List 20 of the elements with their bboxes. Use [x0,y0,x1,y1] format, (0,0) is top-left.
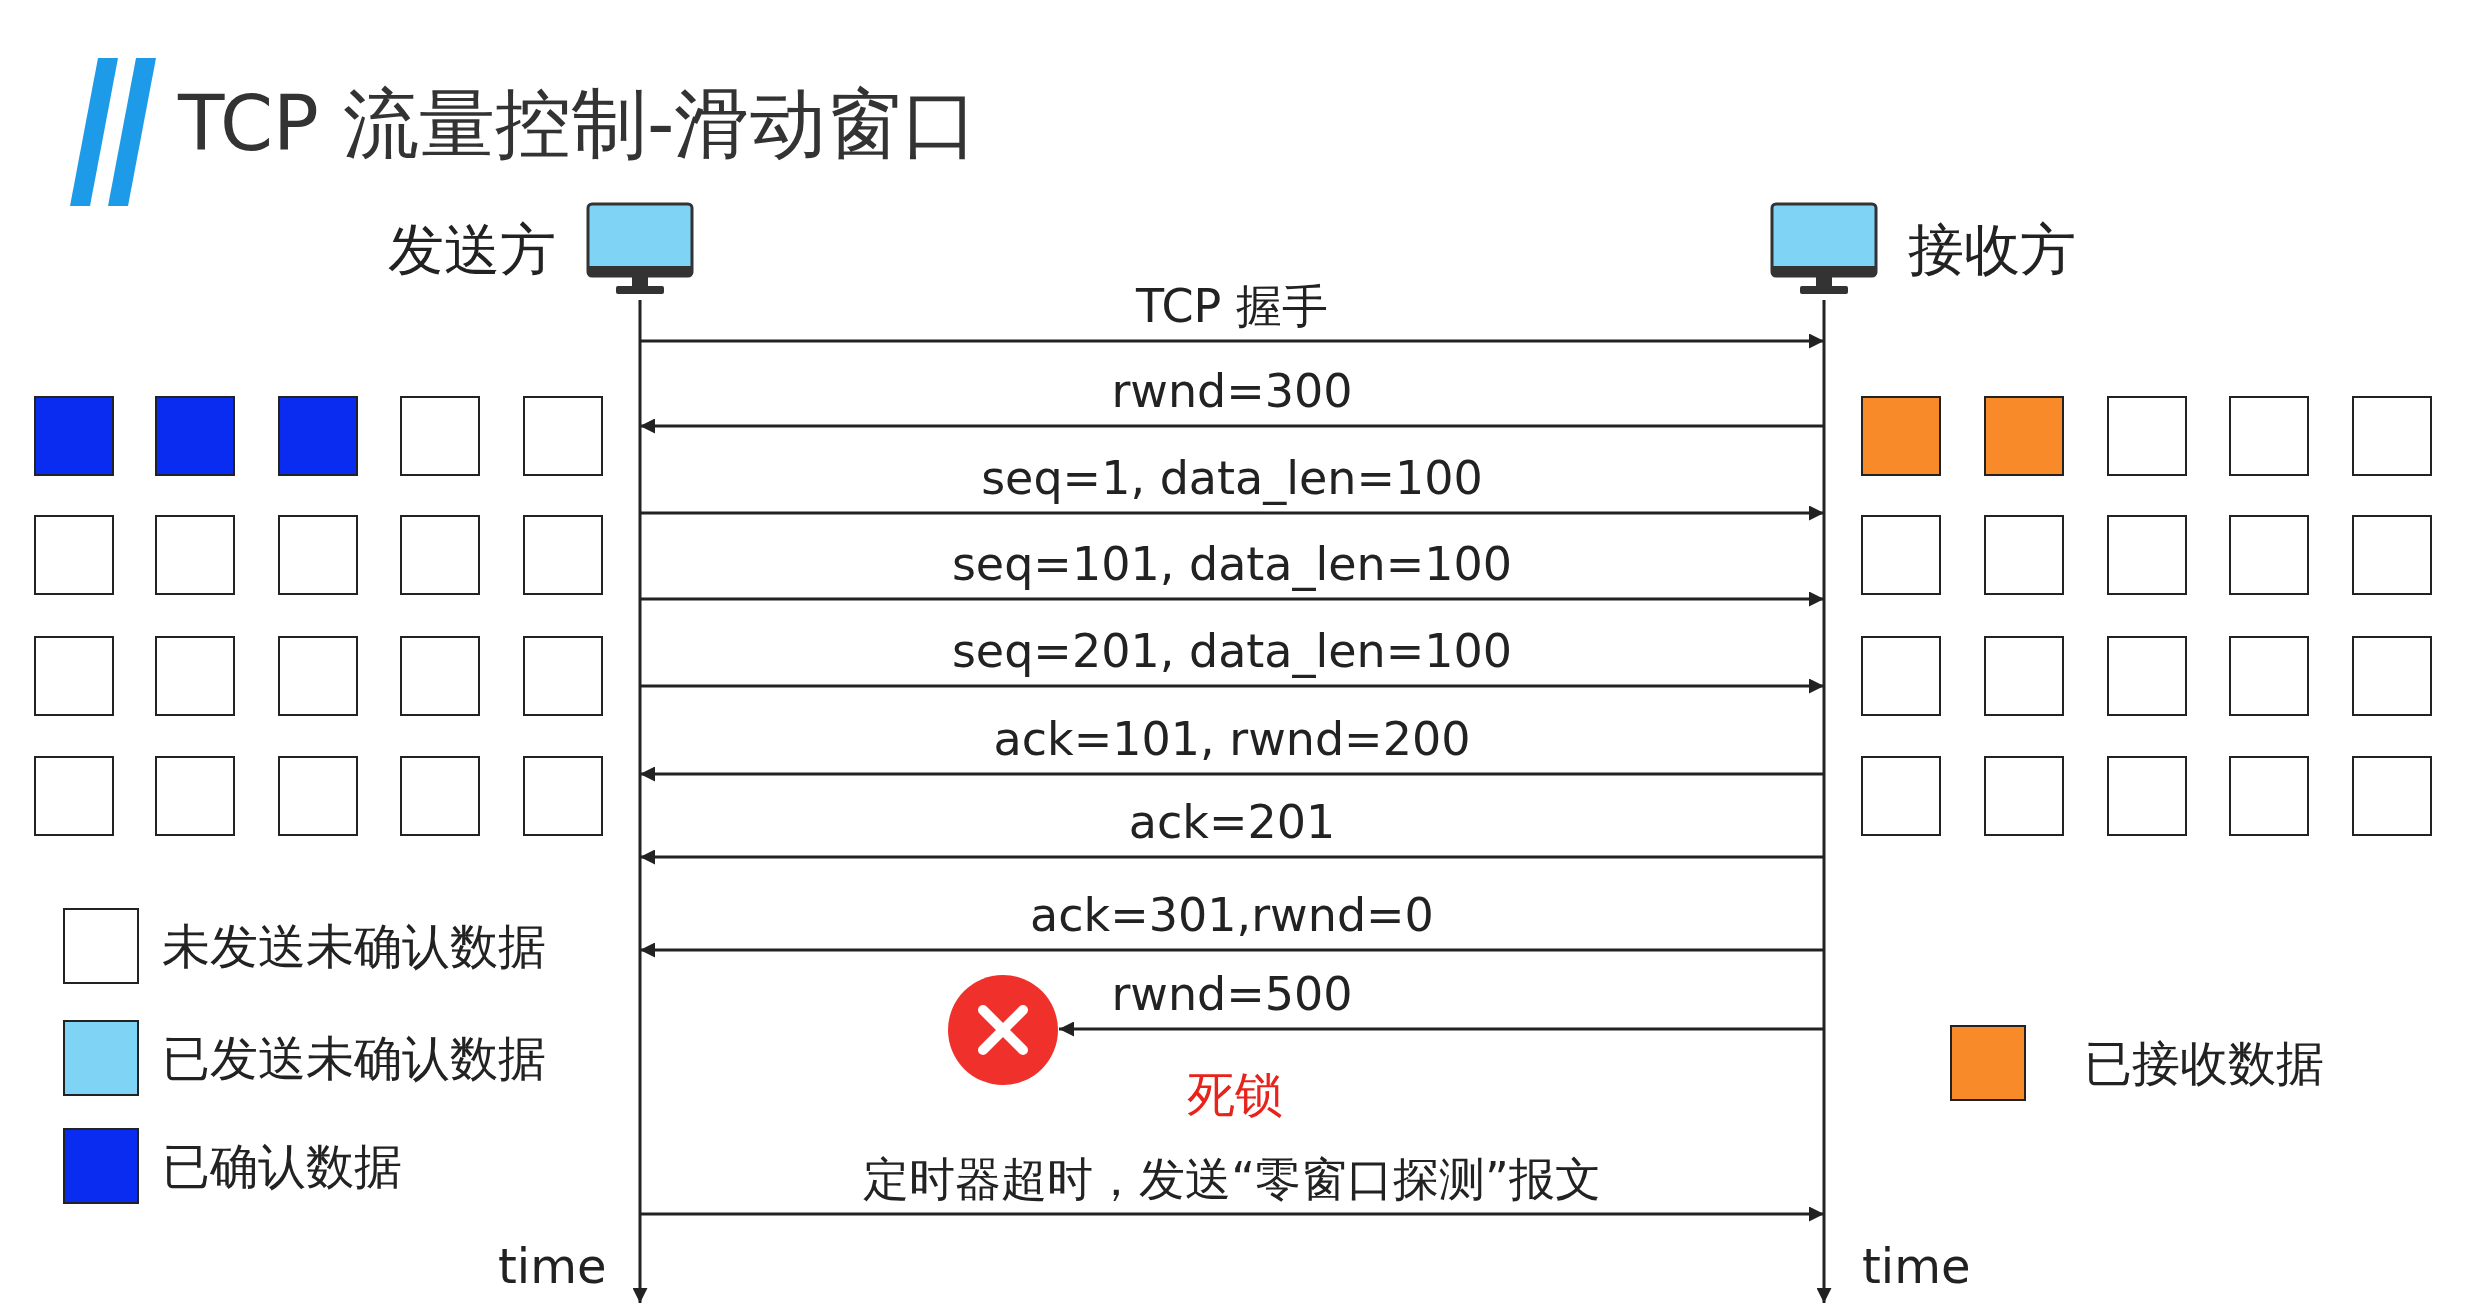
axis-label: time [1862,1237,1971,1296]
arrow [640,505,1824,521]
legend-text: 未发送未确认数据 [162,917,546,976]
arrow [1059,1021,1824,1037]
legend-text: 已接收数据 [2084,1034,2324,1093]
arrow [640,766,1824,782]
note-text: 死锁 [1187,1065,1283,1124]
arrow [640,333,1824,349]
arrow [640,678,1824,694]
arrow [640,591,1824,607]
axis-label: time [498,1237,607,1296]
arrow [640,418,1824,434]
participant-label: 接收方 [1908,217,2076,283]
arrow [640,1206,1824,1222]
title: TCP 流量控制-滑动窗口 [178,78,979,170]
arrow [640,942,1824,958]
participant-label: 发送方 [388,217,556,283]
legend-text: 已确认数据 [162,1137,402,1196]
arrow [640,849,1824,865]
legend-text: 已发送未确认数据 [162,1029,546,1088]
